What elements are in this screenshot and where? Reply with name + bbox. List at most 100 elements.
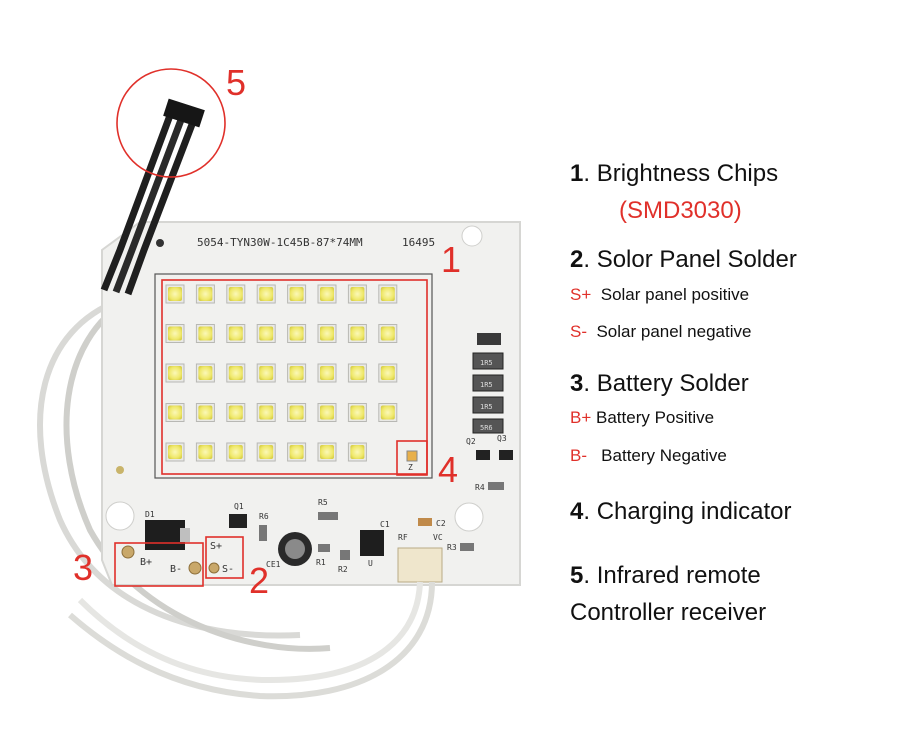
legend-solar-negative: S- Solar panel negative bbox=[570, 322, 751, 342]
pcb-serial: 16495 bbox=[402, 236, 435, 249]
legend-title: . Brightness Chips bbox=[583, 160, 779, 187]
diode-d1 bbox=[145, 520, 185, 550]
solar-solder-highlight bbox=[205, 536, 244, 579]
led-chip bbox=[198, 405, 213, 420]
legend-num: 3 bbox=[570, 370, 584, 397]
resistor-label: 1R5 bbox=[480, 359, 493, 367]
legend-num: 2 bbox=[570, 246, 584, 273]
legend-battery-positive: B+ Battery Positive bbox=[570, 408, 714, 428]
callout-1: 1 bbox=[441, 239, 461, 280]
wire bbox=[77, 581, 423, 684]
led-chip bbox=[259, 445, 274, 459]
led-chip bbox=[289, 445, 304, 459]
led-chip bbox=[350, 326, 365, 341]
legend-item-1: 1. Brightness Chips bbox=[570, 160, 778, 188]
capacitor-c2 bbox=[418, 518, 432, 526]
code-b-plus: B+ bbox=[570, 408, 592, 427]
led-chip bbox=[320, 287, 334, 301]
led-chip bbox=[320, 366, 334, 380]
charging-indicator-highlight bbox=[396, 440, 428, 476]
resistor-label: 5R6 bbox=[480, 424, 493, 432]
led-array-outline bbox=[154, 273, 433, 479]
led-chip bbox=[350, 445, 365, 459]
led-chip bbox=[198, 287, 213, 301]
label-c2: C2 bbox=[436, 519, 446, 528]
label-d1: D1 bbox=[145, 510, 155, 519]
led-chip bbox=[198, 326, 213, 341]
led-chip bbox=[259, 326, 274, 341]
legend-battery-negative: B- Battery Negative bbox=[570, 446, 727, 466]
code-b-minus: B- bbox=[570, 446, 587, 465]
resistor-r2 bbox=[340, 550, 350, 560]
label-u: U bbox=[368, 559, 373, 568]
led-chip bbox=[320, 326, 334, 341]
legend-item-3: 3. Battery Solder bbox=[570, 370, 749, 398]
legend-item-5-line2: Controller receiver bbox=[570, 599, 767, 626]
label-b-plus: B+ bbox=[140, 557, 152, 568]
ir-connector bbox=[397, 547, 443, 583]
led-chip bbox=[289, 405, 304, 420]
ic-u bbox=[360, 530, 384, 556]
led-chip bbox=[228, 326, 243, 341]
ir-receiver-highlight bbox=[116, 68, 226, 178]
resistor-r5 bbox=[318, 512, 338, 520]
desc-b-minus: Battery Negative bbox=[601, 446, 727, 465]
led-chip bbox=[228, 445, 243, 459]
led-chip bbox=[350, 405, 365, 420]
desc-s-plus: Solar panel positive bbox=[600, 285, 750, 304]
transistor-q3 bbox=[499, 450, 513, 460]
mount-hole bbox=[105, 501, 135, 531]
led-chip-grid bbox=[165, 284, 398, 462]
code-s-plus: S+ bbox=[570, 285, 592, 304]
desc-s-minus: Solar panel negative bbox=[596, 322, 752, 341]
led-chip bbox=[289, 366, 304, 380]
legend-item-5: 5. Infrared remote bbox=[570, 562, 761, 590]
battery-solder-highlight bbox=[114, 542, 204, 587]
callout-2: 2 bbox=[249, 560, 269, 601]
code-s-minus: S- bbox=[570, 322, 587, 341]
callout-5: 5 bbox=[226, 62, 246, 103]
wire bbox=[63, 297, 331, 652]
legend-solar-positive: S+ Solar panel positive bbox=[570, 285, 749, 305]
resistor-r6 bbox=[259, 525, 267, 541]
label-c1: C1 bbox=[380, 520, 390, 529]
callout-4: 4 bbox=[438, 449, 458, 490]
legend-num: 1 bbox=[570, 160, 584, 187]
label-vc: VC bbox=[433, 533, 443, 542]
led-array-highlight bbox=[161, 279, 428, 475]
label-z: Z bbox=[408, 463, 413, 472]
pcb-dot bbox=[156, 239, 164, 247]
led-chip bbox=[168, 405, 182, 420]
pad-s-minus bbox=[208, 562, 220, 574]
led-chip bbox=[320, 445, 334, 459]
resistor-label: 1R5 bbox=[480, 381, 493, 389]
resistor-r4 bbox=[488, 482, 504, 490]
legend-item-2: 2. Solor Panel Solder bbox=[570, 246, 797, 274]
led-chip bbox=[259, 366, 274, 380]
led-chip bbox=[380, 326, 395, 341]
led-chip bbox=[350, 366, 365, 380]
led-chip bbox=[350, 287, 365, 301]
legend-title: . Battery Solder bbox=[583, 370, 749, 397]
legend-item-4: 4. Charging indicator bbox=[570, 498, 791, 526]
label-r5: R5 bbox=[318, 498, 328, 507]
legend-item-1-sub: (SMD3030) bbox=[619, 197, 742, 224]
label-s-plus: S+ bbox=[210, 541, 222, 552]
label-ce1: CE1 bbox=[266, 560, 281, 569]
led-chip bbox=[168, 366, 182, 380]
mount-hole bbox=[461, 225, 483, 247]
charging-led bbox=[406, 450, 418, 462]
resistor-stack: 1R5 1R5 1R5 5R6 bbox=[472, 333, 504, 434]
legend-title: . Charging indicator bbox=[583, 498, 792, 525]
label-rf: RF bbox=[398, 533, 408, 542]
label-s-minus: S- bbox=[222, 564, 234, 575]
label-q1: Q1 bbox=[234, 502, 244, 511]
led-chip bbox=[168, 326, 182, 341]
led-chip bbox=[259, 287, 274, 301]
legend-num: 5 bbox=[570, 562, 584, 589]
pcb-pad bbox=[116, 466, 124, 474]
legend-title: . Solor Panel Solder bbox=[583, 246, 797, 273]
led-chip bbox=[380, 405, 395, 420]
resistor-r1 bbox=[318, 544, 330, 552]
